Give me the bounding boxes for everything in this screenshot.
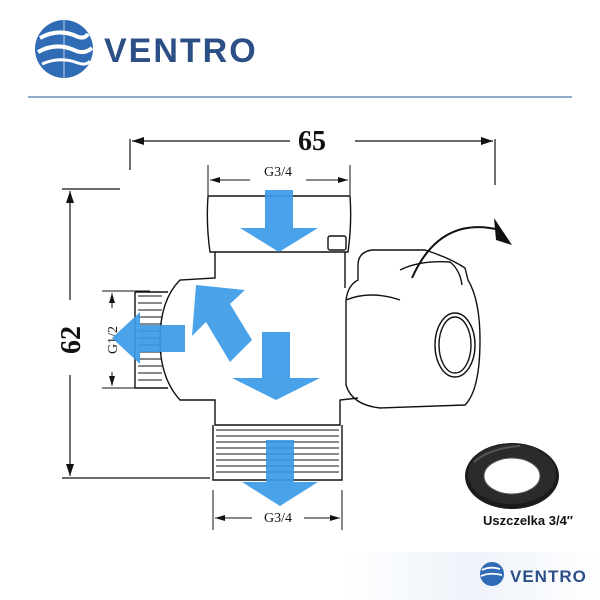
flow-arrow-center — [232, 332, 320, 400]
dimension-top-thread — [207, 165, 351, 195]
dimension-bottom-thread — [212, 490, 343, 530]
dimension-width-label: 65 — [298, 126, 326, 157]
dimension-height-label: 62 — [56, 326, 87, 354]
dimension-width — [129, 137, 496, 185]
ventro-logo: VENTRO — [35, 20, 258, 78]
flow-arrows — [112, 190, 320, 506]
footer-logo: VENTRO — [480, 562, 587, 586]
gasket-label: Uszczelka 3/4″ — [483, 513, 573, 528]
footer-band — [340, 552, 600, 600]
dimension-side-thread-label: G1/2 — [106, 326, 121, 354]
flow-arrow-out-side — [112, 312, 185, 364]
dimension-bottom-thread-label: G3/4 — [264, 511, 292, 526]
ventro-logo-icon — [35, 20, 94, 78]
flow-arrow-out-bottom — [242, 440, 318, 506]
flow-arrow-diagonal — [192, 285, 252, 362]
gasket-icon — [465, 443, 559, 509]
footer-logo-text: VENTRO — [510, 567, 587, 586]
ventro-logo-text: VENTRO — [104, 32, 258, 70]
footer-logo-icon — [480, 562, 504, 586]
rotation-arrow-icon — [411, 218, 512, 279]
flow-arrow-in-top — [240, 190, 318, 252]
dimension-height — [62, 188, 210, 479]
valve-body — [134, 195, 481, 481]
dimension-top-thread-label: G3/4 — [264, 165, 292, 180]
